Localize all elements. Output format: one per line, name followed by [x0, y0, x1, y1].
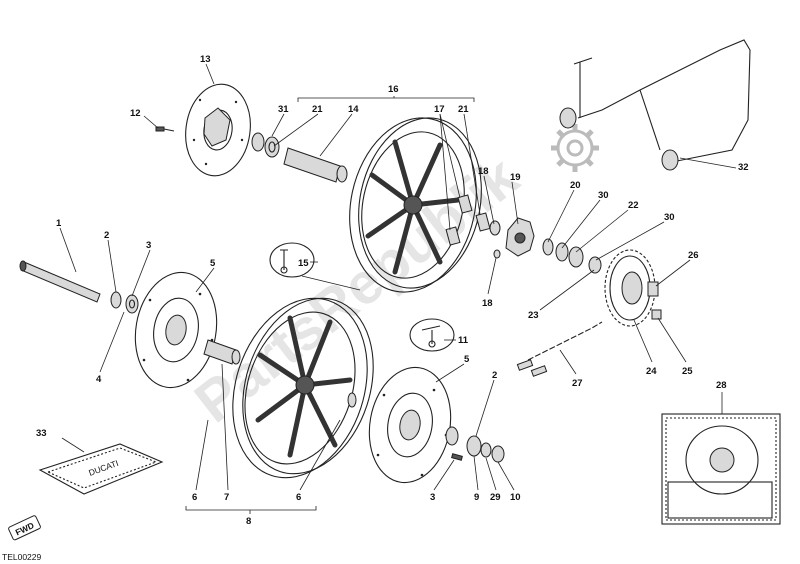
callout-15: 15: [298, 258, 309, 269]
callout-21: 21: [312, 104, 323, 115]
front-left-spacers: [110, 291, 139, 314]
disc-bolt: [155, 126, 175, 132]
front-wheel: [232, 297, 374, 479]
callout-2: 2: [492, 370, 497, 381]
callout-4: 4: [96, 374, 102, 385]
tool-bag: DUCATI: [38, 443, 164, 495]
rear-wheel: [349, 117, 482, 293]
inset-box: [661, 413, 781, 525]
callout-26: 26: [688, 250, 699, 261]
callout-6: 6: [192, 492, 197, 503]
callout-10: 10: [510, 492, 521, 503]
gear-icon: [551, 124, 599, 172]
callout-labels: 1 2 2 3 3 4 5 5 6 6 7 8 9 10 11 12 13 14…: [36, 54, 749, 527]
front-left-brake-disc: [134, 271, 218, 389]
valve-callout-11: [409, 318, 455, 352]
callout-22: 22: [628, 200, 639, 211]
front-right-spacers: [445, 426, 505, 463]
callout-2: 2: [104, 230, 109, 241]
reference-code: TEL00229: [2, 552, 41, 562]
sprocket-carrier: [505, 217, 535, 257]
callout-6: 6: [296, 492, 301, 503]
callout-13: 13: [200, 54, 211, 65]
callout-29: 29: [490, 492, 501, 503]
callout-18: 18: [482, 298, 493, 309]
callout-12: 12: [130, 108, 141, 119]
callout-7: 7: [224, 492, 229, 503]
sprocket-nut: [651, 309, 662, 320]
bag-text: DUCATI: [87, 458, 120, 478]
callout-17: 17: [434, 104, 445, 115]
rear-bearings-left: [251, 132, 280, 158]
rear-hub-bearings: [489, 220, 602, 274]
valve-callout-15: [269, 242, 315, 278]
callout-21: 21: [458, 104, 469, 115]
callout-18: 18: [478, 166, 489, 177]
callout-14: 14: [348, 104, 359, 115]
sprocket-stud: [647, 281, 659, 297]
front-axle: [19, 260, 101, 303]
callout-28: 28: [716, 380, 727, 391]
callout-16: 16: [388, 84, 399, 95]
callout-3: 3: [430, 492, 435, 503]
paddock-stand: [559, 39, 751, 171]
callout-30: 30: [664, 212, 675, 223]
callout-33: 33: [36, 428, 47, 439]
front-right-brake-disc: [368, 366, 452, 484]
callout-9: 9: [474, 492, 479, 503]
callout-32: 32: [738, 162, 749, 173]
callout-30: 30: [598, 190, 609, 201]
callout-19: 19: [510, 172, 521, 183]
callout-11: 11: [458, 335, 469, 346]
callout-5: 5: [210, 258, 216, 269]
callout-25: 25: [682, 366, 693, 377]
callout-27: 27: [572, 378, 583, 389]
callout-20: 20: [570, 180, 581, 191]
front-spacer-tube: [203, 339, 241, 365]
leader-lines: [59, 63, 737, 514]
callout-3: 3: [146, 240, 151, 251]
rear-spacer-tube: [283, 147, 348, 183]
callout-1: 1: [56, 218, 62, 229]
callout-31: 31: [278, 104, 289, 115]
callout-8: 8: [246, 516, 251, 527]
drive-chain: [516, 321, 603, 377]
carrier-studs: [445, 194, 491, 246]
callout-23: 23: [528, 310, 539, 321]
fwd-badge: FWD: [8, 515, 41, 541]
callout-24: 24: [646, 366, 657, 377]
rear-brake-disc: [185, 83, 251, 177]
callout-5: 5: [464, 354, 470, 365]
